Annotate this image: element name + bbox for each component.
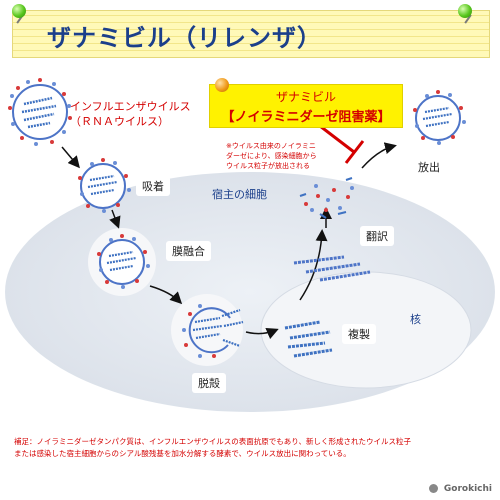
arrow-to-adsorption xyxy=(61,146,80,169)
virus-particle-released xyxy=(413,90,466,145)
note-line-1: ※ウイルス由来のノイラミニ xyxy=(226,142,316,150)
title-banner: ザナミビル（リレンザ） xyxy=(12,10,490,58)
protein-assembly-dots xyxy=(299,177,354,219)
arrow-to-uncoating xyxy=(149,285,183,305)
virus-particle-adsorbed xyxy=(78,158,131,213)
logo: Gorokichi xyxy=(428,484,492,494)
footnote-line-1: 補足：ノイラミニダーゼタンパク質は、インフルエンザウイルスの表面抗原でもあり、新… xyxy=(14,437,411,446)
drug-name: ザナミビル xyxy=(275,90,336,104)
footnote: 補足：ノイラミニダーゼタンパク質は、インフルエンザウイルスの表面抗原でもあり、新… xyxy=(14,436,484,460)
drug-class: 【ノイラミニダーゼ阻害薬】 xyxy=(221,110,391,125)
label-translation: 翻訳 xyxy=(360,226,394,246)
label-uncoating: 脱殻 xyxy=(192,373,226,393)
footnote-line-2: または感染した宿主細胞からのシアル酸残基を加水分解する酵素で、ウイルス放出に関わ… xyxy=(14,449,351,458)
label-membrane-fusion: 膜融合 xyxy=(166,241,211,261)
arrow-to-release xyxy=(361,142,397,169)
logo-icon xyxy=(428,484,438,493)
logo-text: Gorokichi xyxy=(443,484,492,494)
arrow-to-translation xyxy=(299,229,328,301)
label-release: 放出 xyxy=(412,157,446,177)
virus-label-line-1: インフルエンザウイルス xyxy=(70,100,191,113)
label-replication: 複製 xyxy=(342,324,376,344)
note-line-3: ウイルス粒子が放出される xyxy=(226,162,310,170)
virus-particle-fusion xyxy=(97,234,150,289)
green-pushpin-icon xyxy=(458,4,472,18)
rna-translation-strands xyxy=(293,255,371,282)
green-pushpin-icon xyxy=(12,4,26,18)
drug-box: ザナミビル 【ノイラミニダーゼ阻害薬】 xyxy=(209,84,403,128)
rna-replication-strands xyxy=(284,320,333,358)
note-line-2: ダーゼにより、感染細胞から xyxy=(226,152,317,160)
virus-label-line-2: （ＲＮＡウイルス） xyxy=(70,115,169,128)
label-host-cell: 宿主の細胞 xyxy=(212,188,267,201)
release-note: ※ウイルス由来のノイラミニ ダーゼにより、感染細胞から ウイルス粒子が放出される xyxy=(226,141,317,171)
arrow-to-nucleus xyxy=(245,328,279,340)
inhibition-t-bar-icon xyxy=(319,124,365,164)
page-title: ザナミビル（リレンザ） xyxy=(47,24,322,52)
orange-pushpin-icon xyxy=(215,78,229,92)
virus-particle-uncoating xyxy=(182,304,244,358)
endosome-uncoating xyxy=(171,294,243,366)
label-adsorption: 吸着 xyxy=(136,176,170,196)
label-nucleus: 核 xyxy=(410,313,421,326)
arrow-to-fusion xyxy=(109,209,121,229)
virus-particle-free xyxy=(8,78,72,146)
